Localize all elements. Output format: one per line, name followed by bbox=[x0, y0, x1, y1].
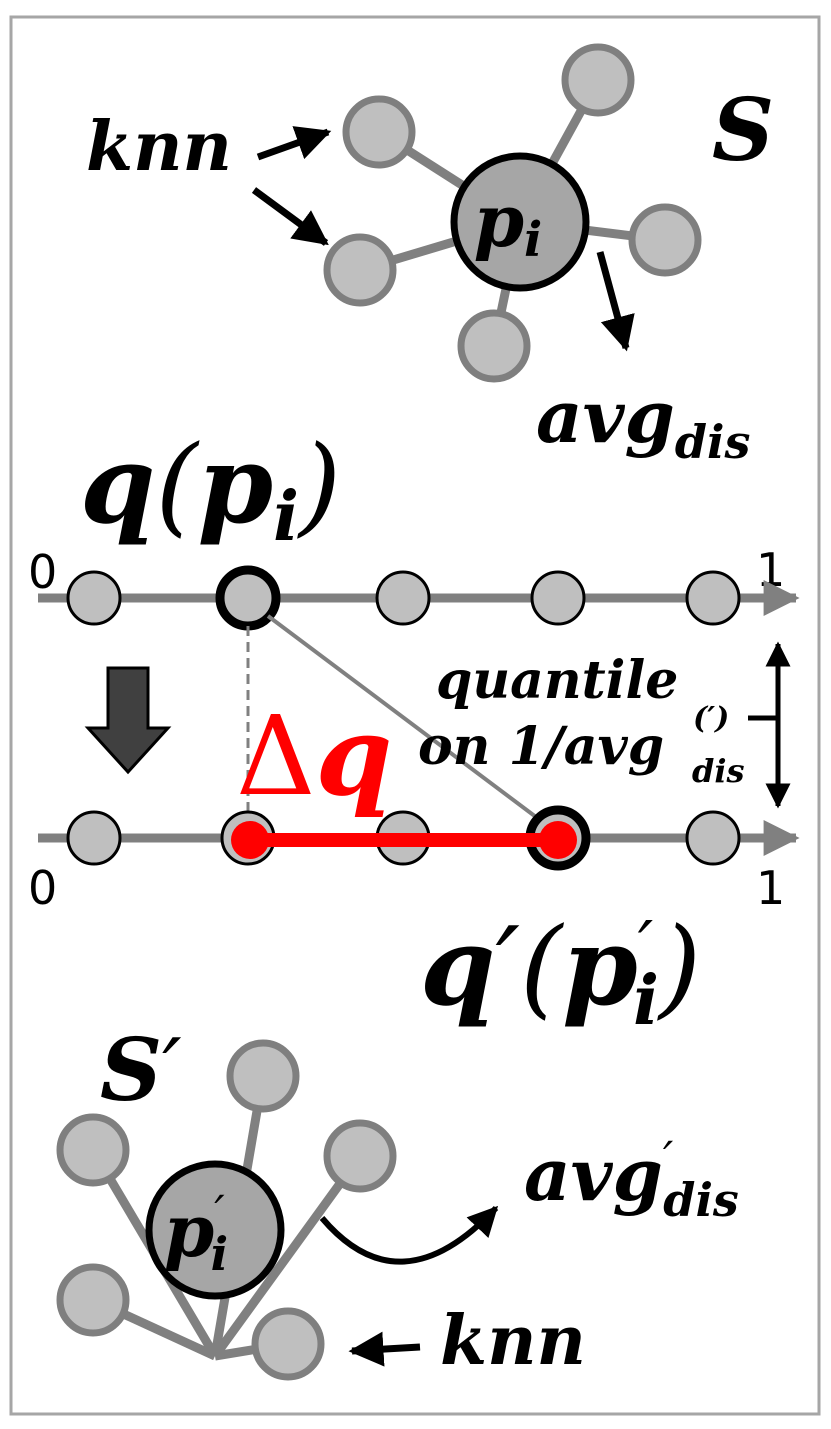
delta-q-start-dot bbox=[231, 821, 269, 859]
quantile-note: quantile on 1/avg (′) dis bbox=[418, 641, 791, 809]
knn-arrow-upper bbox=[256, 126, 332, 161]
edge bbox=[211, 1153, 364, 1359]
center-node-main: p bbox=[164, 1188, 214, 1273]
knn-label-bottom: knn bbox=[440, 1301, 586, 1381]
knn-label-top: knn bbox=[86, 107, 232, 187]
center-node-label: p′i bbox=[164, 1185, 228, 1281]
note-on: on 1/ bbox=[418, 716, 569, 777]
avg-dis-prime-arrow bbox=[319, 1205, 499, 1265]
axis-end-label: 1 bbox=[756, 543, 785, 597]
neighbor-node bbox=[323, 1119, 397, 1193]
quantile-note-line1: quantile bbox=[436, 650, 678, 711]
avg-dis-arrow bbox=[596, 251, 635, 352]
quantile-point bbox=[375, 570, 431, 626]
p-prime: ′ bbox=[638, 908, 654, 987]
set-label-s-prime: S′ bbox=[100, 1020, 182, 1121]
avg-sub: dis bbox=[663, 1173, 739, 1227]
quantile-point bbox=[685, 570, 741, 626]
neighbor-node bbox=[561, 43, 635, 117]
paren-close: ) bbox=[657, 905, 701, 1030]
quantile-note-line2: on 1/avg bbox=[418, 716, 664, 777]
neighbor-node bbox=[628, 203, 702, 277]
center-node bbox=[450, 152, 590, 292]
set-label-s: S bbox=[712, 80, 774, 181]
top-knn-graph: pi S knn avgdis bbox=[86, 43, 774, 469]
neighbor-node bbox=[56, 1263, 130, 1337]
axis-end-label: 1 bbox=[756, 861, 785, 915]
frame-border bbox=[9, 15, 821, 1416]
axis-start-label: 0 bbox=[28, 545, 57, 599]
center-node-prime: ′ bbox=[214, 1185, 225, 1239]
p-main: p bbox=[198, 422, 274, 548]
quantile-note-sub: dis bbox=[692, 752, 745, 790]
paren-open: ( bbox=[520, 905, 565, 1030]
neighbor-node bbox=[457, 309, 531, 383]
knn-arrow-bottom bbox=[348, 1331, 421, 1367]
neighbor-node bbox=[323, 233, 397, 307]
paren-close: ) bbox=[297, 423, 341, 548]
quantile-point bbox=[685, 810, 741, 866]
neighbor-node bbox=[342, 95, 416, 169]
set-main: S bbox=[100, 1020, 162, 1121]
avg-prime: ′ bbox=[663, 1131, 674, 1185]
quantile-label-bottom: q′(p′i) bbox=[420, 904, 701, 1041]
delta-q-end-dot bbox=[539, 821, 577, 859]
quantile-label-top: q(pi) bbox=[80, 422, 341, 557]
neighbor-node bbox=[251, 1307, 325, 1381]
note-avg: avg bbox=[564, 716, 664, 777]
bottom-quantile-axis: 0 1 bbox=[28, 805, 800, 915]
q-prime: ′ bbox=[496, 905, 521, 1030]
quantile-point bbox=[66, 810, 122, 866]
q-main: q bbox=[420, 904, 496, 1030]
neighbor-node bbox=[226, 1039, 300, 1113]
avg-main: avg bbox=[524, 1132, 663, 1217]
knn-arrow-lower bbox=[251, 187, 329, 246]
delta-q-main: q bbox=[315, 691, 392, 820]
bottom-knn-graph: S′ p′i avg′dis knn bbox=[56, 1020, 739, 1381]
center-node-sub: i bbox=[524, 212, 542, 268]
p-main: p bbox=[562, 904, 638, 1030]
avg-dis-label: avgdis bbox=[536, 374, 750, 469]
quantile-note-sup: (′) bbox=[693, 701, 729, 736]
neighbor-node bbox=[56, 1113, 130, 1187]
avg-dis-main: avg bbox=[536, 374, 675, 459]
p-sub: i bbox=[273, 477, 299, 557]
center-node-main: p bbox=[474, 178, 524, 263]
set-prime: ′ bbox=[162, 1021, 182, 1121]
down-arrow-icon bbox=[84, 666, 172, 775]
center-node-sub: i bbox=[211, 1227, 228, 1281]
delta-symbol: Δ bbox=[236, 692, 315, 820]
avg-dis-sub: dis bbox=[675, 415, 751, 469]
avg-dis-prime-label: avg′dis bbox=[524, 1131, 739, 1227]
top-quantile-axis: 0 1 bbox=[28, 543, 800, 631]
center-node-label: pi bbox=[474, 178, 543, 268]
axis-start-label: 0 bbox=[28, 861, 57, 915]
q-main: q bbox=[80, 422, 156, 548]
paren-open: ( bbox=[156, 423, 201, 548]
center-node bbox=[145, 1160, 285, 1300]
quantile-point bbox=[66, 570, 122, 626]
diagonal-connector bbox=[266, 614, 550, 828]
quantile-point bbox=[530, 570, 586, 626]
p-sub: i bbox=[633, 961, 659, 1041]
delta-q-label: Δq bbox=[236, 691, 392, 820]
